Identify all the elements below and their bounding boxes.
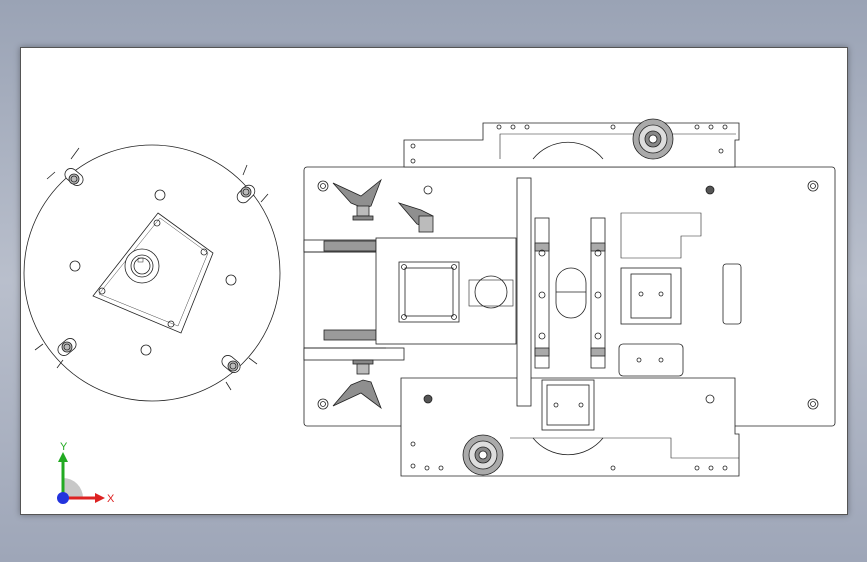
- clamp-slot-bottom-right: [221, 355, 258, 391]
- clamp-slot-bottom-left: [34, 338, 77, 369]
- top-bracket: [403, 122, 740, 168]
- motor-flange: [398, 261, 460, 323]
- y-axis-label: Y: [60, 441, 68, 453]
- clamp-slot-top-right: [236, 164, 269, 204]
- center-beam: [516, 177, 532, 407]
- coordinate-triad: Y X: [57, 441, 115, 505]
- clamp-slot-top-left: [46, 147, 84, 186]
- z-axis-dot: [57, 492, 69, 504]
- wing-nut-mid: [397, 202, 434, 233]
- fixture-assembly[interactable]: [303, 118, 836, 477]
- wing-nut-bottom: [332, 359, 382, 410]
- x-axis-label: X: [107, 493, 115, 505]
- graphics-viewport[interactable]: Y X: [20, 47, 848, 515]
- cad-drawing[interactable]: [21, 48, 847, 514]
- bearing-bottom: [462, 434, 504, 476]
- wing-nut-top: [332, 178, 382, 221]
- bearing-top: [632, 118, 674, 160]
- turntable-plate[interactable]: [23, 144, 281, 402]
